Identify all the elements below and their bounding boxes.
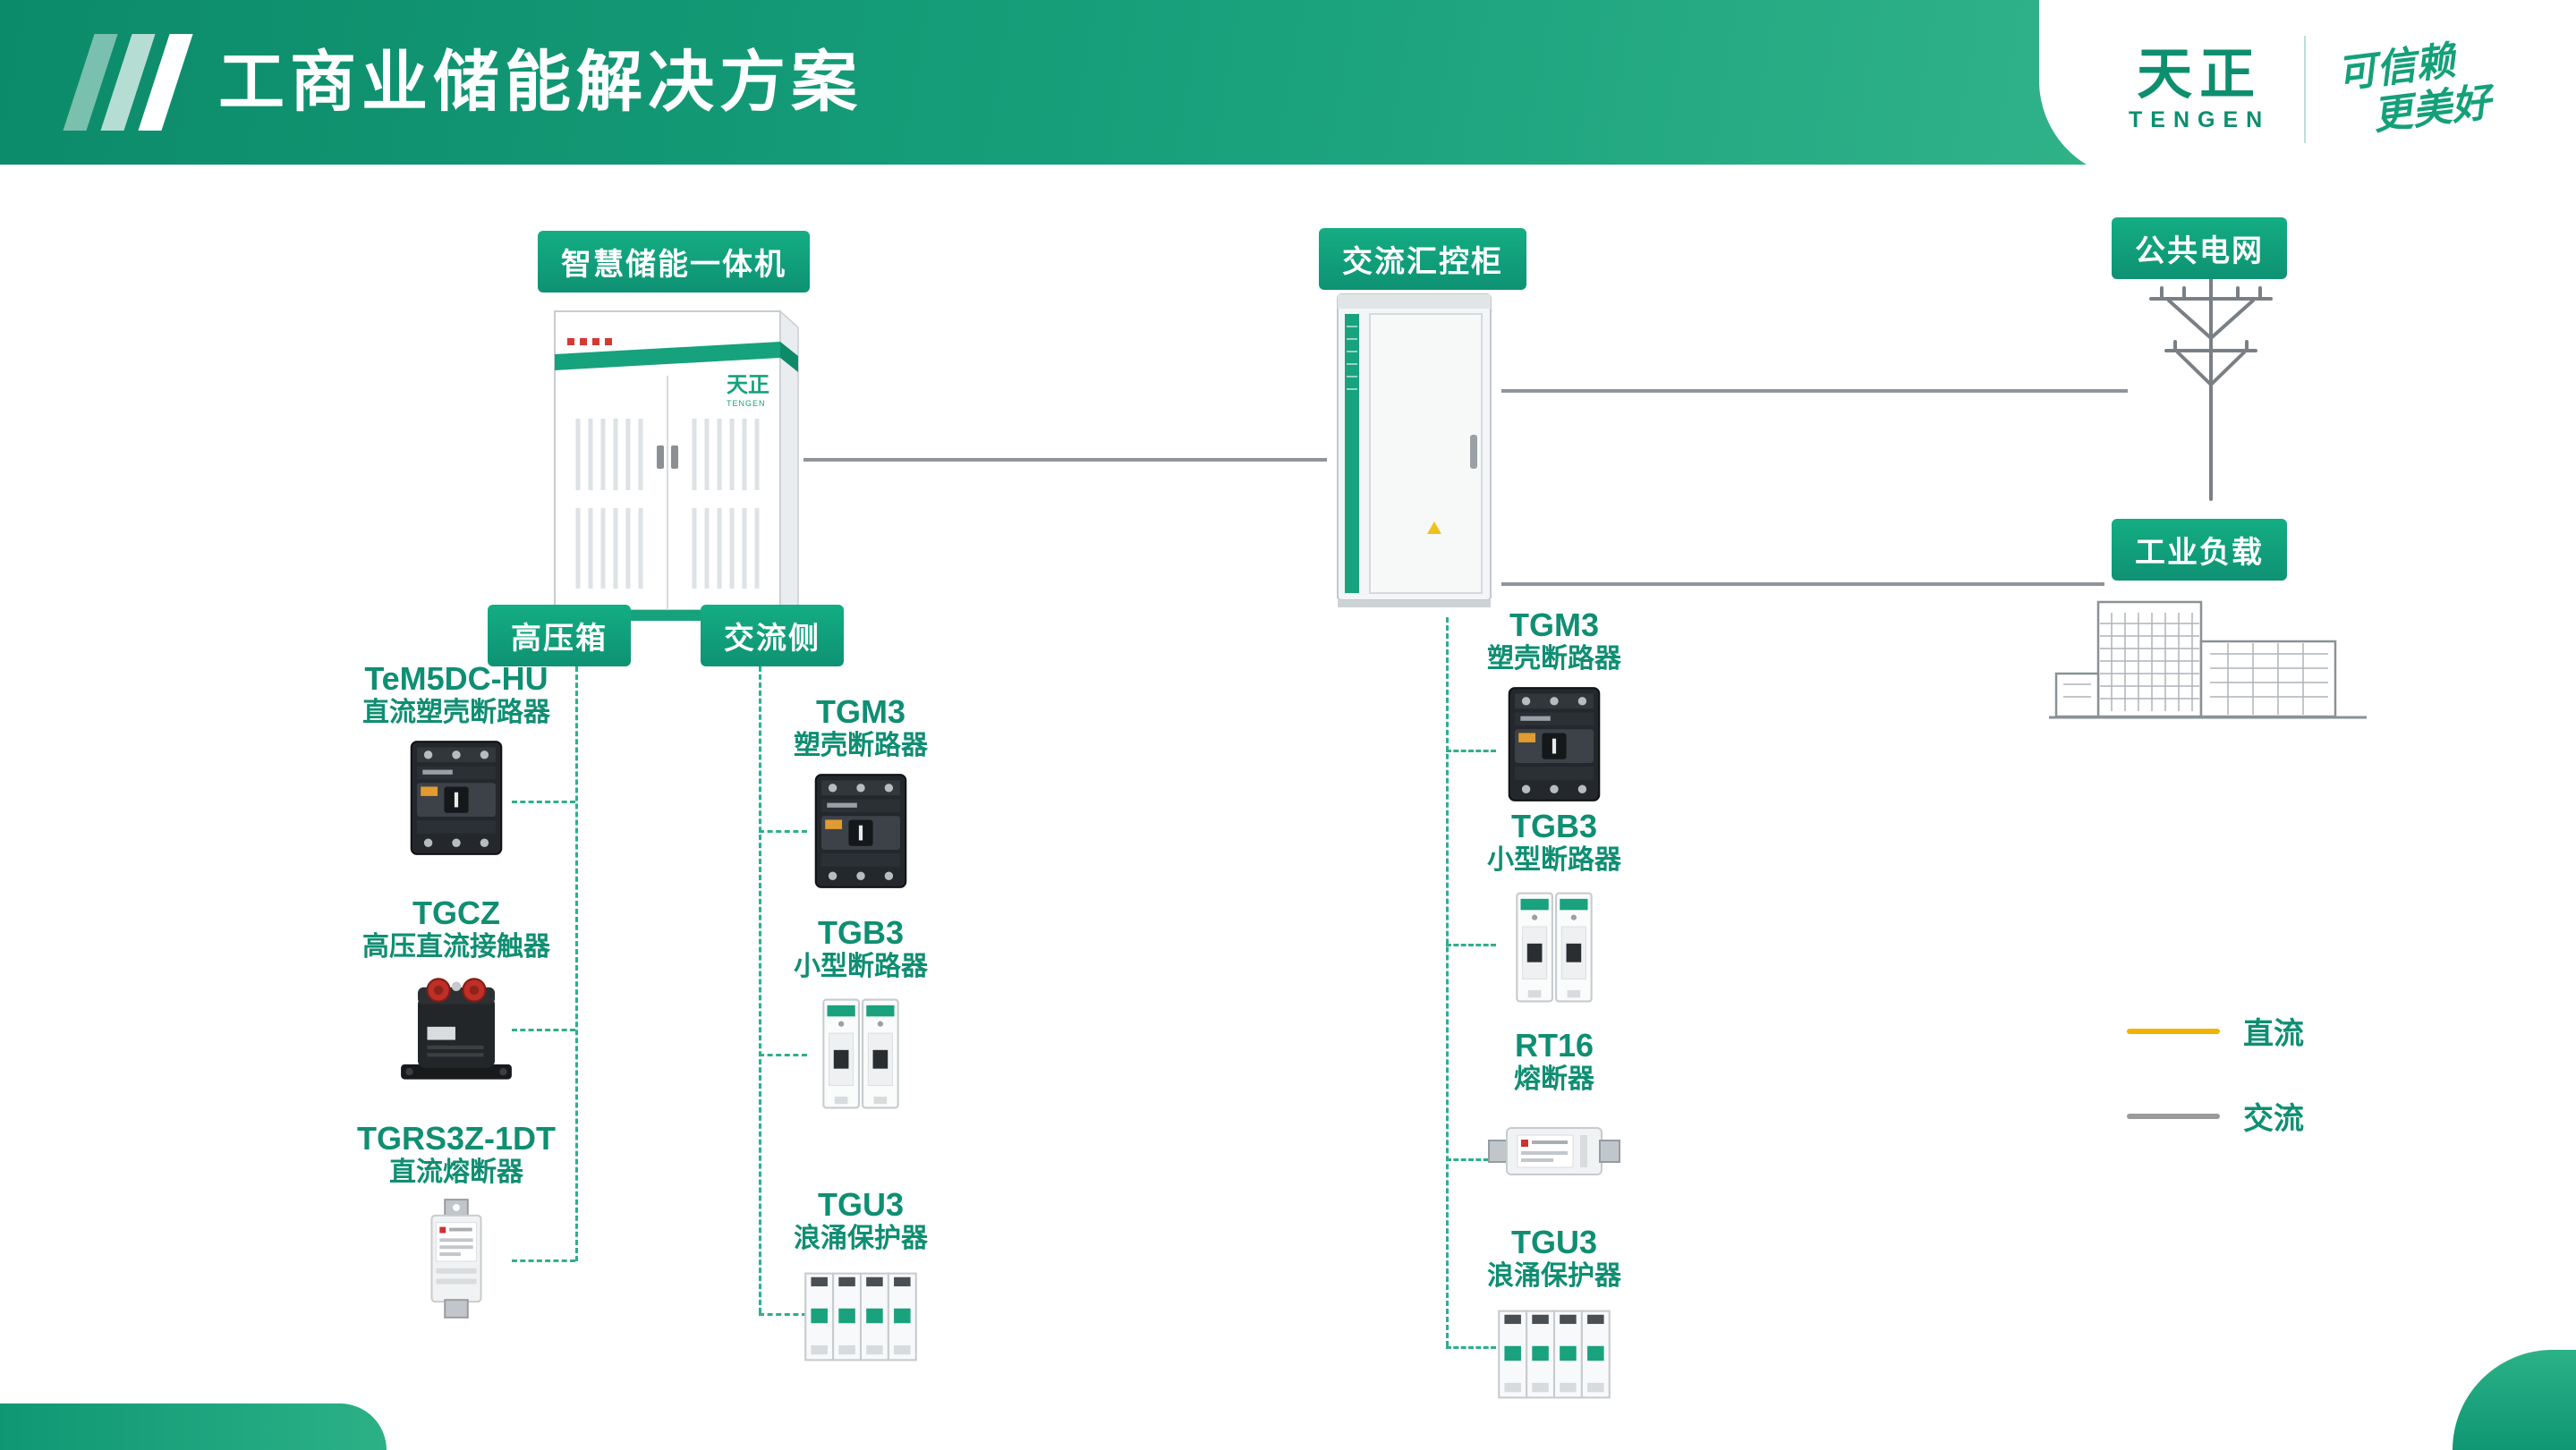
product-model: TGU3 — [1510, 1224, 1597, 1260]
product-desc: 浪涌保护器 — [794, 1224, 928, 1254]
dash-ac-vertical — [759, 650, 761, 1313]
badge-hv-box: 高压箱 — [488, 605, 631, 666]
product-model: TGB3 — [817, 914, 904, 951]
dash-cabinet-stub-2 — [1446, 944, 1496, 946]
badge-storage-unit: 智慧储能一体机 — [538, 231, 810, 293]
product-desc: 直流熔断器 — [389, 1157, 523, 1188]
product-tgu3-cabinet: TGU3 浪涌保护器 — [1420, 1224, 1688, 1405]
storage-cabinet-image: 天正 TENGEN — [554, 310, 799, 621]
brand-name: 天正 — [2137, 43, 2263, 106]
product-desc: 直流塑壳断路器 — [362, 698, 550, 728]
legend: 直流 交流 — [2127, 1009, 2304, 1179]
product-tgm3-cabinet: TGM3 塑壳断路器 — [1420, 606, 1688, 804]
dash-ac-stub-1 — [759, 830, 807, 833]
product-tgrs3z-1dt: TGRS3Z-1DT 直流熔断器 — [322, 1120, 591, 1319]
product-desc: 高压直流接触器 — [362, 932, 550, 962]
product-model: TGM3 — [1509, 606, 1599, 643]
product-desc: 浪涌保护器 — [1487, 1261, 1621, 1292]
ac-line-swatch — [2127, 1113, 2220, 1119]
brand-latin: TENGEN — [2129, 107, 2271, 133]
brand-divider — [2304, 36, 2307, 143]
product-desc: 小型断路器 — [1487, 845, 1621, 876]
dc-fuse-image — [404, 1198, 509, 1319]
dc-line-swatch — [2127, 1028, 2220, 1034]
ac-label: 交流 — [2243, 1102, 2304, 1136]
spd-image — [1492, 1302, 1617, 1405]
product-model: TGRS3Z-1DT — [356, 1120, 556, 1157]
legend-row-ac: 交流 — [2127, 1094, 2304, 1138]
mccb-image — [1498, 684, 1611, 804]
product-desc: 熔断器 — [1514, 1064, 1594, 1095]
product-model: RT16 — [1514, 1027, 1594, 1064]
mcb-image — [816, 992, 905, 1115]
badge-public-grid: 公共电网 — [2112, 217, 2287, 279]
title-stripes-icon — [63, 34, 193, 131]
ac-cabinet-image — [1337, 293, 1492, 607]
badge-ac-side: 交流侧 — [701, 605, 844, 666]
utility-pole-image — [2149, 277, 2273, 501]
mcb-image — [1509, 886, 1599, 1009]
dash-hv-vertical — [575, 650, 578, 1261]
product-tem5dc-hu: TeM5DC-HU 直流塑壳断路器 — [322, 660, 591, 858]
product-tgcz: TGCZ 高压直流接触器 — [322, 895, 591, 1087]
dc-label: 直流 — [2243, 1017, 2304, 1051]
spd-image — [798, 1264, 923, 1368]
product-model: TGU3 — [817, 1186, 904, 1223]
product-rt16: RT16 熔断器 — [1420, 1027, 1688, 1198]
dash-cabinet-vertical — [1446, 617, 1449, 1346]
badge-industrial-load: 工业负载 — [2112, 519, 2287, 581]
dc-mccb-image — [400, 738, 513, 858]
dc-contactor-image — [395, 972, 518, 1087]
dash-hv-stub-1 — [512, 801, 575, 803]
product-model: TGCZ — [412, 895, 500, 931]
dash-cabinet-stub-1 — [1446, 750, 1496, 752]
product-tgb3-cabinet: TGB3 小型断路器 — [1420, 808, 1688, 1009]
brand-panel: 天正 TENGEN 可信赖 更美好 — [2039, 0, 2576, 179]
dash-cabinet-stub-3 — [1446, 1158, 1496, 1161]
dash-cabinet-stub-4 — [1446, 1346, 1496, 1349]
dash-hv-stub-3 — [512, 1259, 575, 1262]
product-desc: 塑壳断路器 — [1487, 644, 1621, 674]
industrial-load-image — [2049, 600, 2367, 719]
wire-accabinet-to-grid — [1501, 389, 2128, 393]
badge-ac-cabinet: 交流汇控柜 — [1319, 228, 1526, 290]
svg-text:天正: 天正 — [727, 373, 769, 397]
product-tgm3-ac: TGM3 塑壳断路器 — [727, 693, 995, 891]
dash-ac-stub-3 — [759, 1313, 807, 1316]
product-desc: 小型断路器 — [794, 952, 928, 982]
wire-accabinet-to-load — [1501, 582, 2104, 586]
product-model: TGB3 — [1510, 808, 1597, 844]
fuse-image — [1487, 1105, 1621, 1198]
product-tgu3-ac: TGU3 浪涌保护器 — [727, 1186, 995, 1368]
bottom-left-accent — [0, 1403, 387, 1450]
product-tgb3-ac: TGB3 小型断路器 — [727, 914, 995, 1115]
page-title: 工商业储能解决方案 — [218, 45, 863, 119]
dash-hv-stub-2 — [512, 1029, 575, 1031]
wire-storage-to-accabinet — [803, 458, 1327, 462]
brand-slogan: 可信赖 更美好 — [2335, 36, 2494, 144]
dash-ac-stub-2 — [759, 1054, 807, 1056]
brand-logo: 天正 TENGEN — [2129, 46, 2270, 133]
product-model: TGM3 — [815, 693, 905, 730]
bottom-right-accent — [2453, 1350, 2576, 1450]
product-desc: 塑壳断路器 — [794, 731, 928, 761]
legend-row-dc: 直流 — [2127, 1009, 2304, 1053]
mccb-image — [804, 771, 917, 891]
svg-text:TENGEN: TENGEN — [727, 399, 766, 408]
